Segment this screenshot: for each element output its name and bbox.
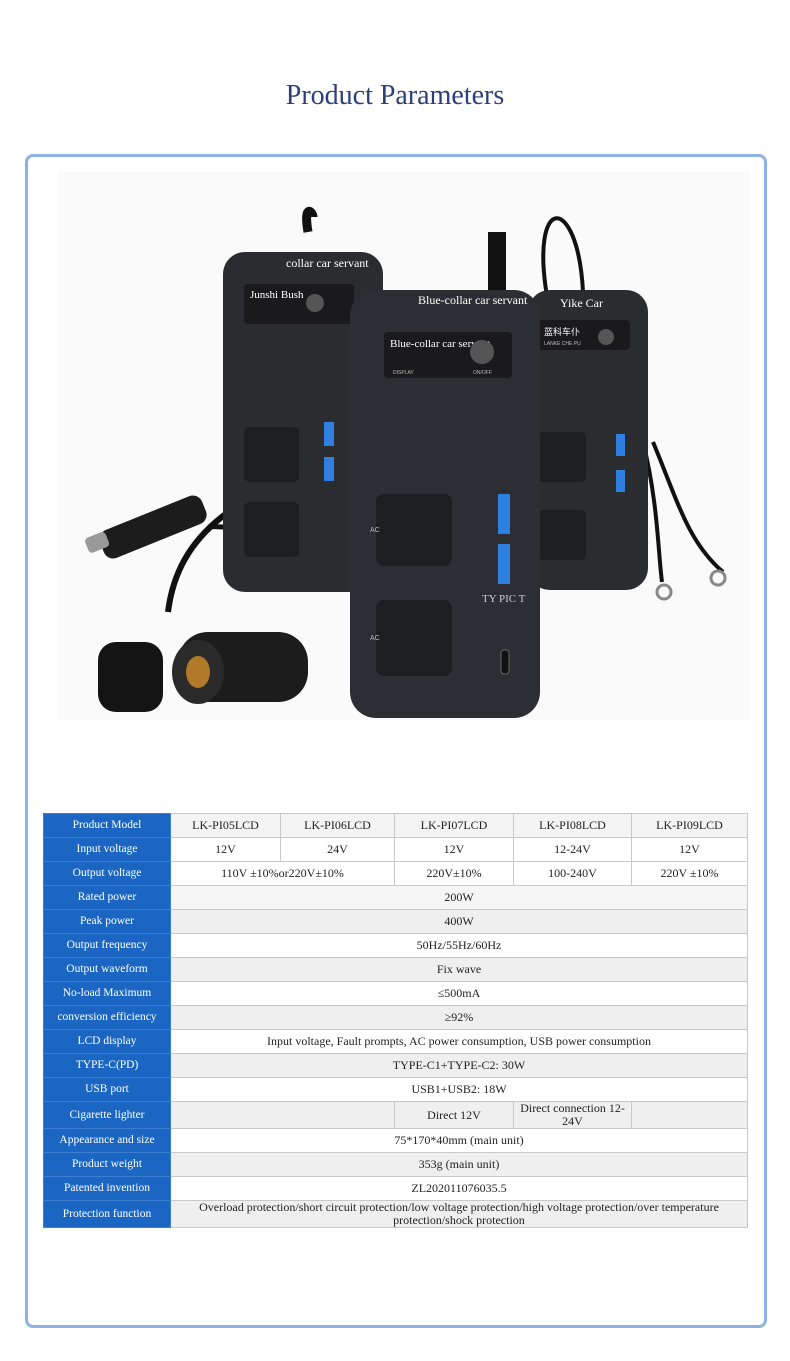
value-cell: USB1+USB2: 18W [170, 1077, 748, 1102]
spec-table: Product Model LK-PI05LCD LK-PI06LCD LK-P… [43, 813, 748, 1228]
row-product-weight: Product weight 353g (main unit) [43, 1152, 748, 1177]
model-cell: LK-PI07LCD [394, 813, 514, 838]
row-output-waveform: Output waveform Fix wave [43, 957, 748, 982]
row-label: conversion efficiency [43, 1005, 171, 1030]
svg-text:ON/OFF: ON/OFF [473, 370, 492, 376]
product-photo: collar car servant Junshi Bush Yike Car … [58, 172, 750, 720]
svg-text:TY PIC T: TY PIC T [482, 593, 526, 605]
value-cell: ZL202011076035.5 [170, 1176, 748, 1201]
row-lcd-display: LCD display Input voltage, Fault prompts… [43, 1029, 748, 1054]
value-cell-empty [170, 1101, 395, 1129]
row-conversion-efficiency: conversion efficiency ≥92% [43, 1005, 748, 1030]
svg-text:蓝科车仆: 蓝科车仆 [544, 326, 580, 337]
value-cell: 12V [631, 837, 748, 862]
row-label: Output frequency [43, 933, 171, 958]
value-cell: 100-240V [513, 861, 632, 886]
device-left: collar car servant Junshi Bush [223, 252, 383, 592]
value-cell: 24V [280, 837, 395, 862]
svg-text:DISPLAY: DISPLAY [393, 370, 414, 376]
row-label: LCD display [43, 1029, 171, 1054]
row-cigarette-lighter: Cigarette lighter Direct 12V Direct conn… [43, 1101, 748, 1129]
value-cell: Fix wave [170, 957, 748, 982]
value-cell: 12-24V [513, 837, 632, 862]
row-label: Input voltage [43, 837, 171, 862]
model-cell: LK-PI05LCD [170, 813, 281, 838]
value-cell: 75*170*40mm (main unit) [170, 1128, 748, 1153]
model-cell: LK-PI08LCD [513, 813, 632, 838]
cigarette-socket [98, 632, 308, 712]
row-usb-port: USB port USB1+USB2: 18W [43, 1077, 748, 1102]
row-label: Protection function [43, 1200, 171, 1228]
svg-text:Junshi Bush: Junshi Bush [250, 289, 304, 301]
value-cell: TYPE-C1+TYPE-C2: 30W [170, 1053, 748, 1078]
value-cell: 400W [170, 909, 748, 934]
value-cell: 12V [170, 837, 281, 862]
row-label: USB port [43, 1077, 171, 1102]
model-cell: LK-PI09LCD [631, 813, 748, 838]
cigarette-plug [85, 495, 207, 559]
row-label: Product Model [43, 813, 171, 838]
value-cell: Direct 12V [394, 1101, 514, 1129]
row-label: Appearance and size [43, 1128, 171, 1153]
row-protection-function: Protection function Overload protection/… [43, 1200, 748, 1228]
svg-text:AC: AC [370, 635, 380, 642]
value-cell: 12V [394, 837, 514, 862]
device-right: Yike Car 蓝科车仆 LANKE CHE PU [528, 290, 648, 590]
row-no-load: No-load Maximum ≤500mA [43, 981, 748, 1006]
value-cell: Overload protection/short circuit protec… [170, 1200, 748, 1228]
row-label: No-load Maximum [43, 981, 171, 1006]
svg-text:Blue-collar car servant: Blue-collar car servant [418, 293, 528, 307]
row-output-voltage: Output voltage 110V ±10%or220V±10% 220V±… [43, 861, 748, 886]
row-label: Patented invention [43, 1176, 171, 1201]
device-center: Blue-collar car servant Blue-collar car … [350, 232, 540, 718]
svg-text:Yike Car: Yike Car [560, 296, 603, 310]
row-label: Cigarette lighter [43, 1101, 171, 1129]
value-cell: 50Hz/55Hz/60Hz [170, 933, 748, 958]
row-output-frequency: Output frequency 50Hz/55Hz/60Hz [43, 933, 748, 958]
row-product-model: Product Model LK-PI05LCD LK-PI06LCD LK-P… [43, 813, 748, 838]
svg-text:AC: AC [370, 527, 380, 534]
row-rated-power: Rated power 200W [43, 885, 748, 910]
row-peak-power: Peak power 400W [43, 909, 748, 934]
value-cell: 353g (main unit) [170, 1152, 748, 1177]
inverter-illustration: collar car servant Junshi Bush Yike Car … [85, 206, 727, 718]
svg-text:collar car servant: collar car servant [286, 256, 369, 270]
row-appearance: Appearance and size 75*170*40mm (main un… [43, 1128, 748, 1153]
page-title: Product Parameters [285, 80, 505, 111]
row-patented-invention: Patented invention ZL202011076035.5 [43, 1176, 748, 1201]
value-cell: 220V±10% [394, 861, 514, 886]
svg-text:Blue-collar car servant: Blue-collar car servant [390, 338, 490, 350]
value-cell: ≤500mA [170, 981, 748, 1006]
value-cell: 220V ±10% [631, 861, 748, 886]
row-label: TYPE-C(PD) [43, 1053, 171, 1078]
row-typec: TYPE-C(PD) TYPE-C1+TYPE-C2: 30W [43, 1053, 748, 1078]
value-cell-empty [631, 1101, 748, 1129]
row-label: Peak power [43, 909, 171, 934]
row-label: Output voltage [43, 861, 171, 886]
row-input-voltage: Input voltage 12V 24V 12V 12-24V 12V [43, 837, 748, 862]
row-label: Rated power [43, 885, 171, 910]
model-cell: LK-PI06LCD [280, 813, 395, 838]
value-cell: ≥92% [170, 1005, 748, 1030]
row-label: Product weight [43, 1152, 171, 1177]
value-cell: 200W [170, 885, 748, 910]
value-cell: Direct connection 12-24V [513, 1101, 632, 1129]
value-cell: Input voltage, Fault prompts, AC power c… [170, 1029, 748, 1054]
svg-text:LANKE CHE PU: LANKE CHE PU [544, 341, 581, 347]
value-cell: 110V ±10%or220V±10% [170, 861, 395, 886]
row-label: Output waveform [43, 957, 171, 982]
